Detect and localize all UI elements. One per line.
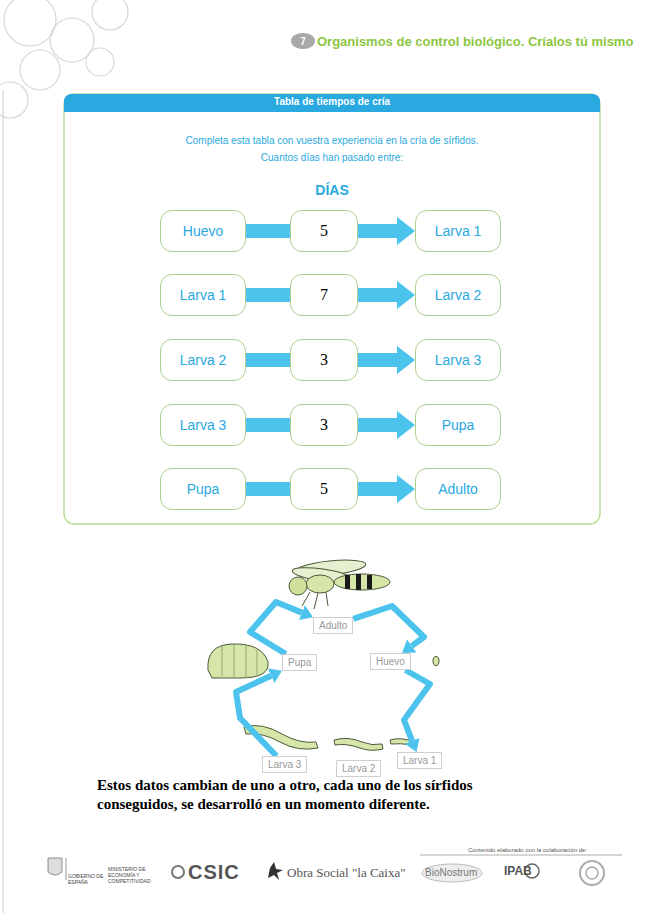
box-text: 7 — [320, 286, 328, 304]
stage-box: Larva 2 — [160, 339, 246, 381]
stage-box: Larva 1 — [415, 210, 501, 252]
title-band — [64, 94, 600, 112]
stage-arrow — [358, 224, 397, 238]
days-box: 5 — [290, 468, 358, 510]
footer-rule — [420, 855, 622, 856]
logo-text: BioNostrum — [425, 867, 477, 878]
days-box: 3 — [290, 404, 358, 446]
box-text: Larva 1 — [435, 223, 482, 239]
stage-arrow — [358, 353, 397, 367]
box-text: Huevo — [183, 223, 223, 239]
box-text: Larva 3 — [435, 352, 482, 368]
footer-logos — [48, 858, 604, 885]
logo-text: Obra Social "la Caixa" — [287, 865, 406, 881]
box-text: Larva 2 — [435, 287, 482, 303]
cycle-stage-label: Larva 3 — [262, 756, 307, 773]
table-title: Tabla de tiempos de cría — [64, 96, 600, 107]
stage-arrow — [246, 482, 290, 496]
cycle-stage-label: Larva 2 — [336, 760, 381, 777]
box-text: Huevo — [376, 656, 405, 667]
stage-box: Larva 3 — [415, 339, 501, 381]
stage-box: Larva 1 — [160, 274, 246, 316]
logo-text: MINISTERIO DE ECONOMÍA Y COMPETITIVIDAD — [108, 866, 158, 884]
box-text: 5 — [320, 222, 328, 240]
box-text: Pupa — [187, 481, 220, 497]
stage-box: Huevo — [160, 210, 246, 252]
box-text: Pupa — [288, 657, 311, 668]
larva-2-drawing — [334, 738, 383, 750]
box-text: Adulto — [319, 620, 347, 631]
cycle-stage-label: Larva 1 — [397, 752, 442, 769]
cycle-arrow — [236, 676, 277, 756]
stage-box: Larva 3 — [160, 404, 246, 446]
table-panel — [64, 94, 600, 524]
logo-text: CSIC — [188, 861, 240, 884]
box-text: Larva 3 — [268, 759, 301, 770]
cycle-stage-label: Huevo — [370, 653, 411, 670]
cycle-arrow — [250, 602, 302, 654]
margin-line — [3, 90, 4, 913]
stage-box: Pupa — [160, 468, 246, 510]
stage-box: Adulto — [415, 468, 501, 510]
instruction-text: Completa esta tabla con vuestra experien… — [64, 135, 600, 146]
days-box: 5 — [290, 210, 358, 252]
stage-arrow — [246, 418, 290, 432]
stage-arrow — [358, 288, 397, 302]
box-text: 3 — [320, 351, 328, 369]
column-heading: DÍAS — [64, 182, 600, 198]
stage-arrow — [246, 353, 290, 367]
stage-arrow — [246, 224, 290, 238]
stage-arrow — [358, 482, 397, 496]
cycle-arrow — [404, 670, 430, 741]
adult-fly — [289, 557, 390, 609]
box-text: Larva 1 — [403, 755, 436, 766]
box-text: Pupa — [442, 417, 475, 433]
footer-note: Contenido elaborado con la colaboración … — [468, 847, 587, 853]
instruction-text: Cuantos días han pasado entre: — [64, 152, 600, 163]
cycle-stage-label: Pupa — [282, 654, 317, 671]
box-text: Larva 2 — [342, 763, 375, 774]
box-text: 5 — [320, 480, 328, 498]
stage-arrow — [246, 288, 290, 302]
box-text: Larva 3 — [180, 417, 227, 433]
box-text: Larva 2 — [180, 352, 227, 368]
page-heading: Organismos de control biológico. Críalos… — [317, 34, 633, 49]
pupa-drawing — [208, 644, 268, 678]
box-text: 7 — [300, 36, 306, 47]
box-text: 3 — [320, 416, 328, 434]
logo-text: IPAB — [504, 864, 532, 878]
logo-text: GOBIERNO DE ESPAÑA — [68, 874, 108, 886]
box-text: Adulto — [438, 481, 478, 497]
egg-drawing — [433, 657, 439, 666]
stage-arrow — [358, 418, 397, 432]
days-box: 3 — [290, 339, 358, 381]
stage-box: Pupa — [415, 404, 501, 446]
chapter-number: 7 — [291, 33, 315, 49]
stage-box: Larva 2 — [415, 274, 501, 316]
cycle-arrow — [353, 606, 424, 646]
days-box: 7 — [290, 274, 358, 316]
note-text: Estos datos cambian de uno a otro, cada … — [97, 776, 527, 814]
cycle-stage-label: Adulto — [313, 617, 353, 634]
box-text: Larva 1 — [180, 287, 227, 303]
